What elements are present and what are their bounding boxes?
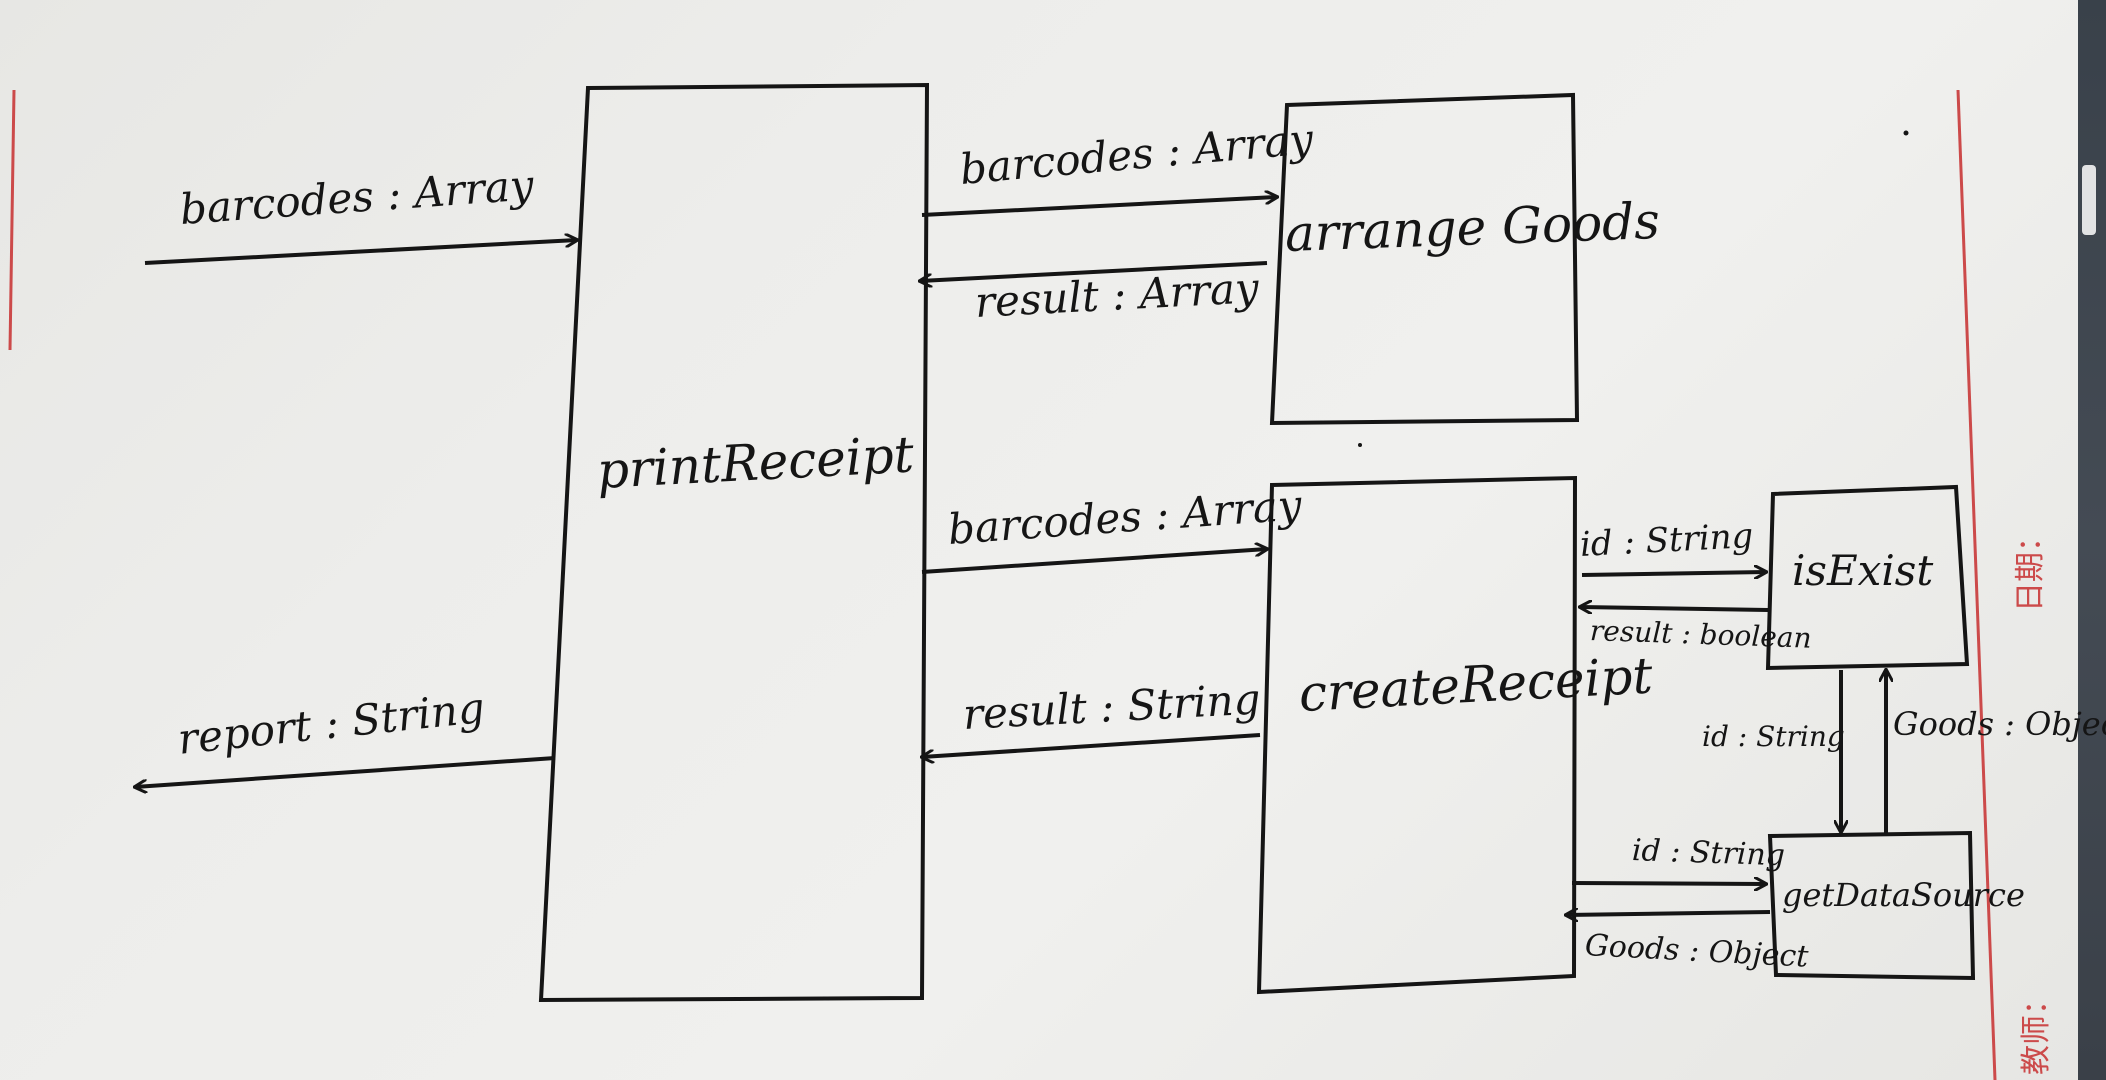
isExist-label: isExist xyxy=(1792,546,1934,595)
arrow-output-report xyxy=(135,756,556,787)
right-margin-line xyxy=(1956,89,1997,1080)
getDataSource-box xyxy=(1767,830,1976,981)
left-margin-line xyxy=(8,89,16,351)
isexist-to-getdata-label: id : String xyxy=(1702,720,1845,753)
arrow-create-to-isexist xyxy=(1581,572,1766,575)
create-to-getdata-label: id : String xyxy=(1631,833,1786,874)
arrow-print-to-create xyxy=(921,549,1267,574)
createReceipt-box xyxy=(1256,475,1578,995)
printReceipt-box xyxy=(538,82,930,1003)
arrow-arrange-to-print xyxy=(920,261,1268,281)
arrangeGoods-box xyxy=(1269,92,1580,426)
background-edge xyxy=(2078,0,2106,1080)
arrow-getdata-to-create xyxy=(1566,912,1771,915)
ink-dot xyxy=(1358,443,1362,447)
arrow-create-to-print xyxy=(922,733,1261,757)
arrow-input-barcodes xyxy=(144,240,577,265)
paper-hole xyxy=(2082,165,2096,235)
arrow-isexist-to-create xyxy=(1580,607,1769,610)
getDataSource-label: getDataSource xyxy=(1782,876,2025,914)
arrow-create-to-getdata xyxy=(1571,883,1766,884)
teacher-margin-label: 教师： xyxy=(2019,985,2054,1075)
date-margin-label: 日期： xyxy=(2013,522,2048,612)
arrow-print-to-arrange xyxy=(921,197,1277,217)
ink-dot xyxy=(1903,130,1909,136)
isExist-box xyxy=(1765,484,1970,671)
getdata-to-isexist-label: Goods : Object xyxy=(1893,705,2106,743)
